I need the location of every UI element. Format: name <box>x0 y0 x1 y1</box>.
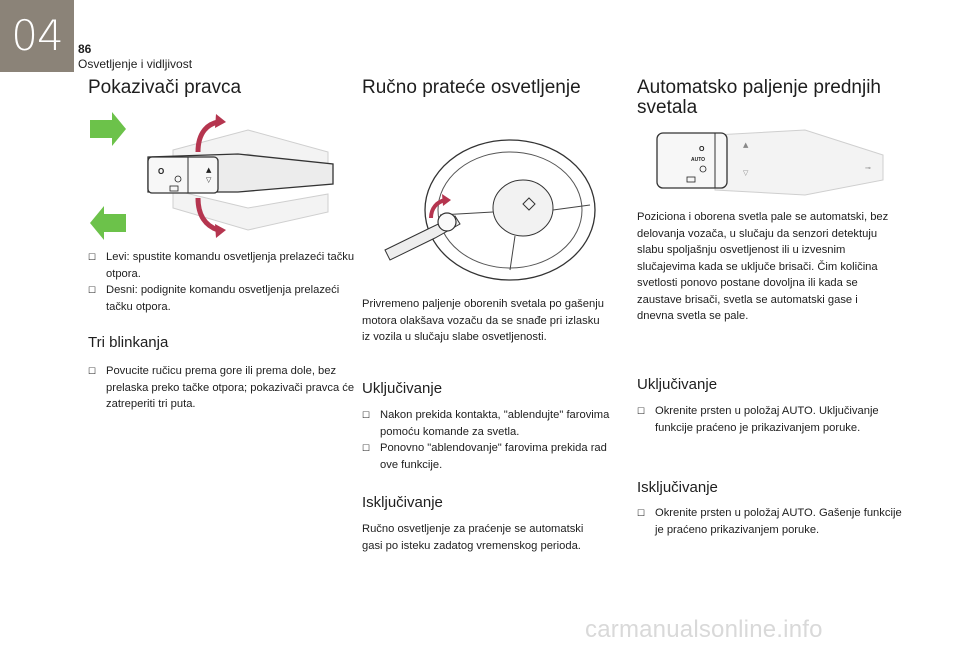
follow-me-home-title: Ručno prateće osvetljenje <box>362 77 581 98</box>
auto-stalk-figure: O AUTO ▲ ▽ ⊸ <box>656 129 884 196</box>
green-arrow-right-icon <box>90 112 126 146</box>
bullet-square-icon: ☐ <box>88 285 97 295</box>
page-number: 86 <box>78 42 92 56</box>
bullet-square-icon: ☐ <box>637 406 646 416</box>
list-item: ☐ Nakon prekida kontakta, "ablendujte" f… <box>362 409 610 438</box>
turn-signals-title: Pokazivači pravca <box>88 77 242 98</box>
switch-off-title: Isključivanje <box>362 494 443 511</box>
off-symbol-label: O <box>158 167 164 176</box>
auto-headlamps-intro: Poziciona i oborena svetla pale se autom… <box>637 211 889 322</box>
section-title: Osvetljenje i vidljivost <box>78 57 193 71</box>
bullet-square-icon: ☐ <box>637 508 646 518</box>
list-item: ☐ Levi: spustite komandu osvetljenja pre… <box>88 251 355 280</box>
green-arrow-left-icon <box>90 206 126 240</box>
auto-position-label: AUTO <box>691 157 705 163</box>
list-item: ☐ Okrenite prsten u položaj AUTO. Uključ… <box>637 405 879 434</box>
switch-off-title: Isključivanje <box>637 479 718 496</box>
list-item: ☐ Okrenite prsten u položaj AUTO. Gašenj… <box>637 507 902 536</box>
watermark: carmanualsonline.info <box>585 616 823 643</box>
bullet-square-icon: ☐ <box>88 252 97 262</box>
bullet-square-icon: ☐ <box>88 366 97 376</box>
turn-signal-figure: O ▲ ▽ <box>90 112 334 240</box>
auto-headlamps-title: Automatsko paljenje prednjih svetala <box>637 77 881 118</box>
svg-text:⊸: ⊸ <box>865 164 871 172</box>
svg-text:▽: ▽ <box>743 169 749 177</box>
chapter-tab: 04 <box>0 0 74 72</box>
off-symbol-label: O <box>699 146 705 153</box>
three-blinks-title: Tri blinkanja <box>88 334 169 351</box>
switch-off-text: Ručno osvetljenje za praćenje se automat… <box>362 523 584 552</box>
svg-text:▲: ▲ <box>206 166 212 174</box>
bullet-square-icon: ☐ <box>362 410 371 420</box>
switch-on-title: Uključivanje <box>637 376 718 393</box>
list-item: ☐ Desni: podignite komandu osvetljenja p… <box>88 284 340 313</box>
svg-text:▽: ▽ <box>206 176 212 184</box>
list-item: ☐ Povucite ručicu prema gore ili prema d… <box>88 365 355 410</box>
svg-text:▲: ▲ <box>743 141 749 149</box>
steering-wheel-figure <box>384 139 596 281</box>
bullet-square-icon: ☐ <box>362 443 371 453</box>
switch-on-title: Uključivanje <box>362 380 443 397</box>
follow-me-home-intro: Privremeno paljenje oborenih svetala po … <box>362 298 604 343</box>
list-item: ☐ Ponovno "ablendovanje" farovima prekid… <box>362 442 607 471</box>
